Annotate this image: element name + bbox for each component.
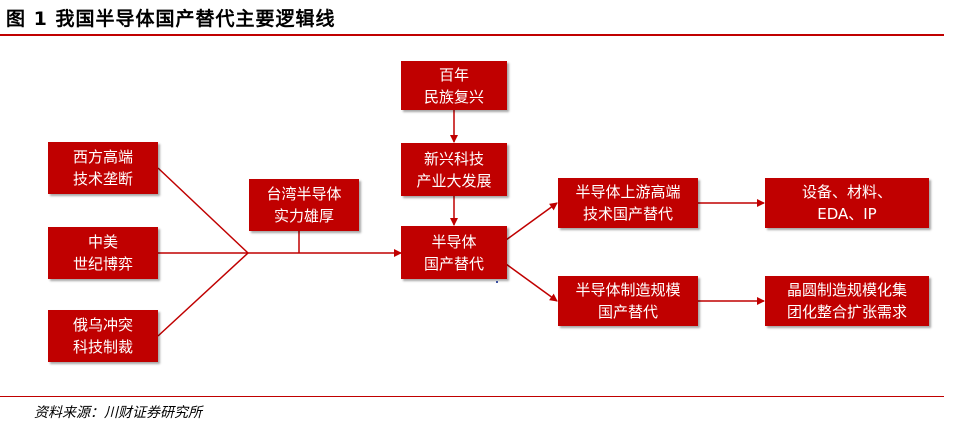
stray-dot [496,281,498,283]
box-label: 中美 世纪博弈 [72,233,133,273]
box-label: 半导体上游高端 技术国产替代 [575,183,681,223]
box-western-high-end-tech-monopoly: 西方高端 技术垄断 [48,142,158,194]
box-upstream-high-end-substitution: 半导体上游高端 技术国产替代 [558,178,698,228]
box-label: 晶圆制造规模化集 团化整合扩张需求 [786,281,907,321]
box-label: 新兴科技 产业大发展 [416,149,492,190]
line-russia-ukraine-to-hub [157,252,249,337]
line-western-ban-to-hub [157,167,249,254]
box-label: 设备、材料、 EDA、IP [801,183,892,223]
box-russia-ukraine-tech-sanctions: 俄乌冲突 科技制裁 [48,310,158,362]
box-wafer-manufacturing-expansion: 晶圆制造规模化集 团化整合扩张需求 [765,276,929,326]
figure-title: 图 1 我国半导体国产替代主要逻辑线 [6,8,336,30]
title-divider [0,34,944,36]
box-label: 半导体制造规模 国产替代 [575,281,681,321]
footer-divider [0,396,944,397]
box-label: 西方高端 技术垄断 [72,148,133,188]
source-note: 资料来源：川财证券研究所 [34,405,202,421]
arrow-semiconductor-to-upstream [505,202,558,241]
box-manufacturing-scale-substitution: 半导体制造规模 国产替代 [558,276,698,326]
box-emerging-tech-industry-development: 新兴科技 产业大发展 [401,143,507,196]
box-equipment-materials-eda-ip: 设备、材料、 EDA、IP [765,178,929,228]
arrow-semiconductor-to-manufacturing [505,263,558,302]
box-taiwan-semiconductor-strength: 台湾半导体 实力雄厚 [249,179,359,231]
box-sino-us-century-game: 中美 世纪博弈 [48,227,158,279]
box-label: 半导体 国产替代 [423,232,484,273]
box-label: 百年 民族复兴 [423,65,484,106]
box-label: 俄乌冲突 科技制裁 [72,316,133,356]
box-centennial-national-rejuvenation: 百年 民族复兴 [401,61,507,110]
box-semiconductor-domestic-substitution: 半导体 国产替代 [401,226,507,279]
box-label: 台湾半导体 实力雄厚 [266,185,342,225]
